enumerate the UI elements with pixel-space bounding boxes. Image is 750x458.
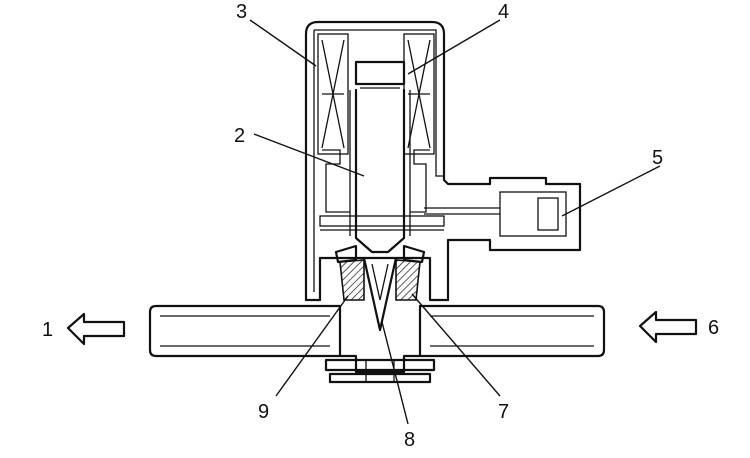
inlet-arrow-icon <box>638 310 698 344</box>
coil-left <box>317 33 349 155</box>
outlet-arrow-icon <box>66 312 126 346</box>
label-6: 6 <box>708 317 719 339</box>
inner-frame <box>319 149 445 231</box>
stationary-core <box>354 60 406 89</box>
label-8: 8 <box>404 429 415 451</box>
connector <box>424 191 567 237</box>
valve-seat-area <box>334 244 426 332</box>
leader-lines <box>249 19 661 425</box>
label-1: 1 <box>42 319 53 341</box>
label-2: 2 <box>234 125 245 147</box>
coil-right <box>403 33 435 155</box>
label-3: 3 <box>236 1 247 23</box>
label-4: 4 <box>498 1 509 23</box>
plunger <box>349 88 411 254</box>
label-5: 5 <box>652 147 663 169</box>
valve-housing <box>304 20 582 302</box>
mounting-bracket <box>324 358 436 384</box>
label-9: 9 <box>258 401 269 423</box>
label-7: 7 <box>498 401 509 423</box>
